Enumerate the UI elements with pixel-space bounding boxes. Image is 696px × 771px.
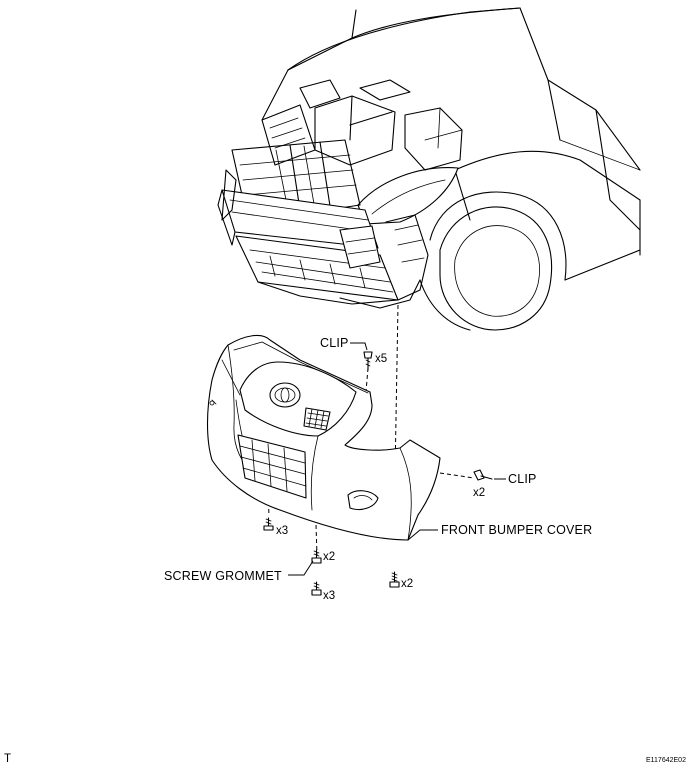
front-bumper-cover-label: FRONT BUMPER COVER bbox=[441, 523, 592, 537]
screw-left-icon bbox=[263, 517, 274, 531]
clip-top-qty: x5 bbox=[375, 353, 387, 365]
screw-left-qty: x3 bbox=[276, 525, 288, 537]
screw-right-qty: x2 bbox=[401, 578, 413, 590]
screw-bottom-qty: x3 bbox=[323, 590, 335, 602]
screw-grommet-label: SCREW GROMMET bbox=[164, 569, 282, 583]
screw-bottom-icon bbox=[311, 581, 322, 596]
alignment-guide-line bbox=[394, 304, 399, 476]
front-bumper-cover-illustration bbox=[206, 334, 441, 541]
alignment-guide-line-right bbox=[439, 472, 475, 479]
screw-right-icon bbox=[389, 571, 400, 588]
clip-top-label: CLIP bbox=[320, 336, 349, 350]
figure-id: E117642E02 bbox=[646, 757, 686, 764]
screw-grommet-icon bbox=[311, 549, 322, 564]
clip-right-icon bbox=[473, 469, 493, 481]
screw-grommet-qty: x2 bbox=[323, 551, 335, 563]
clip-right-qty: x2 bbox=[473, 487, 485, 499]
alignment-guide-line-clip bbox=[365, 367, 369, 393]
leader-screw-grommet bbox=[288, 560, 314, 576]
vehicle-front-illustration bbox=[217, 7, 641, 331]
clip-top-icon bbox=[363, 351, 373, 371]
corner-mark: T bbox=[4, 753, 11, 765]
leader-front-bumper-cover bbox=[407, 529, 438, 541]
leader-clip-top bbox=[350, 342, 368, 351]
clip-right-label: CLIP bbox=[508, 472, 537, 486]
toyota-emblem-icon bbox=[269, 382, 301, 408]
alignment-guide-line-bottom bbox=[315, 524, 318, 556]
